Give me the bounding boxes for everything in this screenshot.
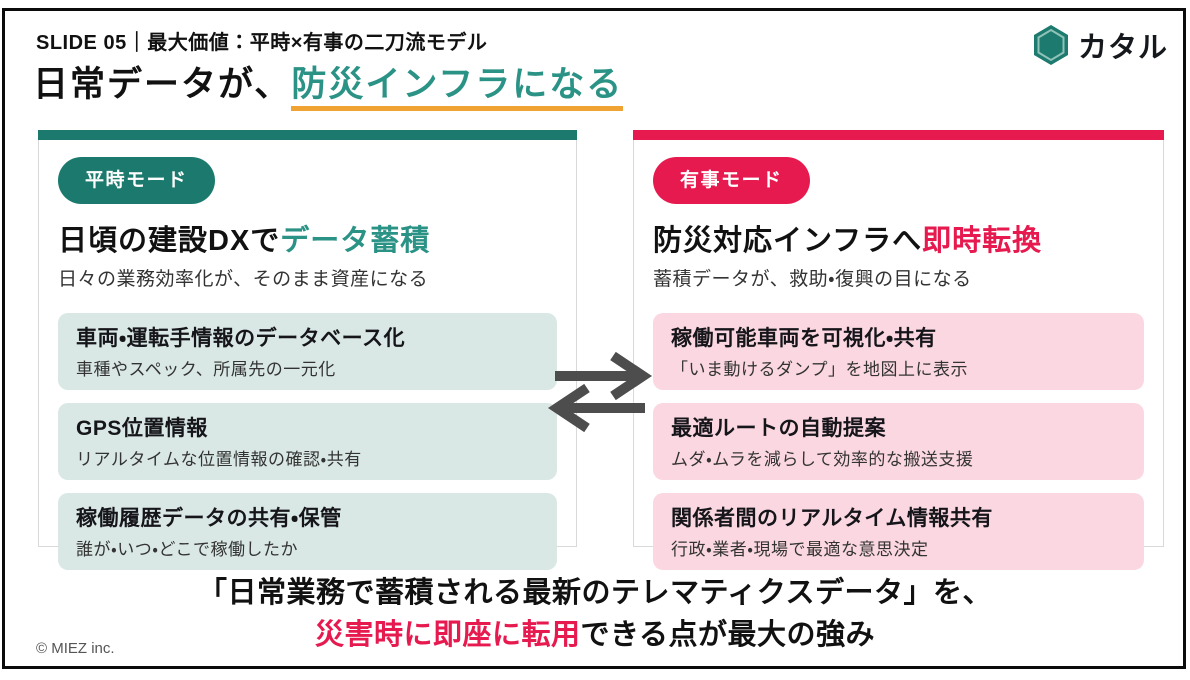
list-item: 車両・運転手情報のデータベース化 車種やスペック、所属先の一元化 <box>58 313 557 390</box>
normal-mode-card: 平時モード 日頃の建設DXでデータ蓄積 日々の業務効率化が、そのまま資産になる … <box>38 130 577 570</box>
emergency-mode-badge: 有事モード <box>653 157 810 204</box>
list-item-desc: 「いま動けるダンプ」を地図上に表示 <box>671 360 968 379</box>
normal-mode-card-body: 平時モード 日頃の建設DXでデータ蓄積 日々の業務効率化が、そのまま資産になる … <box>38 140 577 570</box>
logo-hexagon-icon <box>1031 24 1071 66</box>
list-item-title: 稼働可能車両を可視化・共有 <box>671 327 937 350</box>
list-item: 関係者間のリアルタイム情報共有 行政・業者・現場で最適な意思決定 <box>653 493 1144 570</box>
list-item: 稼働可能車両を可視化・共有 「いま動けるダンプ」を地図上に表示 <box>653 313 1144 390</box>
page-title-prefix: 日常データが、 <box>33 65 292 104</box>
list-item: GPS位置情報 リアルタイムな位置情報の確認・共有 <box>58 403 557 480</box>
emergency-mode-card-body: 有事モード 防災対応インフラへ即時転換 蓄積データが、救助・復興の目になる 稼働… <box>633 140 1164 570</box>
list-item-title: 車両・運転手情報のデータベース化 <box>76 327 406 350</box>
emergency-mode-subtitle: 蓄積データが、救助・復興の目になる <box>653 269 972 290</box>
list-item: 最適ルートの自動提案 ムダ・ムラを減らして効率的な搬送支援 <box>653 403 1144 480</box>
list-item-desc: ムダ・ムラを減らして効率的な搬送支援 <box>671 450 974 469</box>
list-item-desc: リアルタイムな位置情報の確認・共有 <box>76 450 362 469</box>
exchange-arrows-icon <box>545 351 655 437</box>
emergency-mode-heading: 防災対応インフラへ即時転換 <box>653 217 1144 259</box>
emergency-mode-card-topbar <box>633 130 1164 140</box>
normal-mode-badge: 平時モード <box>58 157 215 204</box>
logo: カタル <box>1031 24 1168 66</box>
normal-mode-heading-prefix: 日頃の建設DXで <box>58 225 281 257</box>
list-item-desc: 車種やスペック、所属先の一元化 <box>76 360 336 379</box>
logo-text: カタル <box>1078 32 1169 64</box>
emergency-mode-heading-highlight: 即時転換 <box>922 225 1043 257</box>
list-item-title: 稼働履歴データの共有・保管 <box>76 507 342 530</box>
emergency-mode-heading-prefix: 防災対応インフラへ <box>653 225 923 257</box>
emergency-mode-card: 有事モード 防災対応インフラへ即時転換 蓄積データが、救助・復興の目になる 稼働… <box>633 130 1164 570</box>
footer-statement-line2: 災害時に即座に転用できる点が最大の強み <box>0 611 1190 653</box>
list-item: 稼働履歴データの共有・保管 誰が・いつ・どこで稼働したか <box>58 493 557 570</box>
footer-statement-rest: できる点が最大の強み <box>580 619 875 651</box>
list-item-title: GPS位置情報 <box>76 417 208 440</box>
list-item-desc: 行政・業者・現場で最適な意思決定 <box>671 540 929 559</box>
copyright: © MIEZ inc. <box>36 640 115 657</box>
footer-statement-highlight: 災害時に即座に転用 <box>315 619 581 651</box>
slide-label: SLIDE 05｜最大価値：平時×有事の二刀流モデル <box>36 32 488 54</box>
normal-mode-card-topbar <box>38 130 577 140</box>
normal-mode-heading-highlight: データ蓄積 <box>280 225 431 257</box>
list-item-desc: 誰が・いつ・どこで稼働したか <box>76 540 299 559</box>
list-item-title: 関係者間のリアルタイム情報共有 <box>671 507 993 530</box>
normal-mode-subtitle: 日々の業務効率化が、そのまま資産になる <box>58 269 429 290</box>
footer-statement-line1: 「日常業務で蓄積される最新のテレマティクスデータ」を、 <box>198 577 992 609</box>
page-title: 日常データが、防災インフラになる <box>33 56 624 111</box>
page-title-highlight: 防災インフラになる <box>291 65 624 111</box>
list-item-title: 最適ルートの自動提案 <box>671 417 886 440</box>
normal-mode-heading: 日頃の建設DXでデータ蓄積 <box>58 217 557 259</box>
